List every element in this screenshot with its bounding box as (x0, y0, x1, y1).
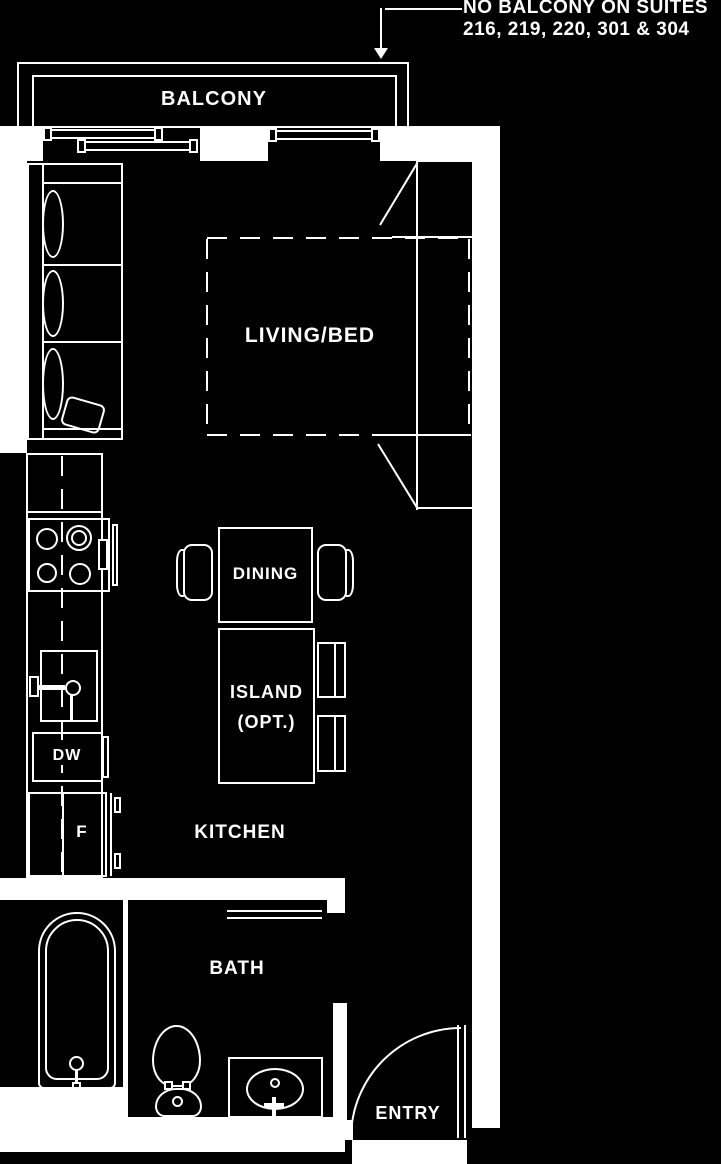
entry-door-leaf (457, 1025, 466, 1138)
vanity-drain (270, 1078, 280, 1088)
fridge-handle (114, 797, 121, 813)
wardrobe-upper-shelf-line (392, 236, 472, 238)
island-label-line2: (OPT.) (237, 712, 296, 732)
annotation-leader-horizontal (385, 8, 462, 10)
stove-burner-inner-ring (71, 530, 87, 546)
fridge-handle (114, 853, 121, 869)
bathtub-drain-stem (75, 1070, 78, 1084)
annotation-line-1: NO BALCONY ON SUITES (463, 0, 709, 18)
fridge-label: F (67, 822, 97, 842)
stove-burner (37, 563, 57, 583)
sliding-window-panel (79, 141, 193, 151)
entry-label: ENTRY (375, 1103, 441, 1123)
fridge-door-divider (62, 792, 64, 877)
dining-chair-left-seat (183, 544, 213, 601)
stove-control-panel (98, 539, 108, 570)
stove-outline (28, 518, 110, 592)
wall-entry-bottom (352, 1140, 467, 1164)
bed-outline-bottom (207, 434, 392, 436)
bath-label: BATH (209, 958, 265, 979)
sliding-window-endcap (268, 128, 277, 142)
wall-bath-left (123, 900, 128, 1118)
dishwasher-label: DW (45, 747, 89, 766)
kitchen-counter-divider (26, 511, 103, 513)
wall-bottom-left-b (118, 1117, 345, 1152)
living-bed-label: LIVING/BED (244, 324, 376, 347)
faucet-stem (70, 695, 73, 721)
sliding-window-endcap (77, 139, 86, 153)
sliding-window-endcap (43, 127, 52, 141)
sofa-cushion (42, 270, 64, 337)
annotation-leader-vertical (380, 8, 382, 50)
stove-burner (36, 528, 58, 550)
bar-stool-back-line (334, 643, 336, 697)
wardrobe-top-line (417, 160, 472, 162)
bar-stool-back-line (334, 716, 336, 771)
toilet-flush-button (172, 1096, 183, 1107)
sofa-outline (27, 163, 123, 440)
wall-kitchen-bath (0, 878, 345, 900)
island-label-line1: ISLAND (230, 682, 303, 702)
kitchen-label: KITCHEN (194, 822, 286, 843)
wall-bath-entry-foot (333, 1120, 353, 1140)
stove-burner (66, 525, 92, 551)
dishwasher-handle (102, 736, 109, 778)
bath-pocket-door (227, 910, 322, 919)
stove-handle (112, 524, 118, 586)
dining-table (218, 527, 313, 623)
dining-chair-right-seat (317, 544, 347, 601)
wall-left-upper (0, 126, 27, 453)
bed-outline-right (468, 239, 470, 435)
sliding-window-endcap (371, 128, 380, 142)
annotation-arrowhead-icon (374, 48, 388, 59)
sofa-cushion (42, 190, 64, 258)
sofa-seat-divider (44, 341, 123, 343)
wall-right (472, 126, 500, 1128)
kitchen-island (218, 628, 315, 784)
wardrobe-door-swing-upper (379, 161, 419, 226)
sliding-window-panel (270, 130, 378, 140)
fridge-front-line (110, 793, 112, 876)
fridge-outline (28, 792, 107, 877)
wardrobe-door-swing-lower (377, 443, 419, 509)
annotation-line-2: 216, 219, 220, 301 & 304 (463, 19, 690, 40)
sofa-armrest-top (44, 182, 123, 184)
bed-outline-left (206, 239, 208, 435)
kitchen-counter-centerline (61, 456, 63, 876)
wall-bath-entry (333, 1003, 347, 1128)
kitchen-counter-outline (26, 453, 103, 878)
bed-outline-top (207, 237, 470, 239)
bathtub-drain (69, 1056, 84, 1071)
wall-bath-stub (327, 878, 345, 913)
wardrobe-bottom-line (417, 507, 472, 509)
stove-burner (69, 563, 91, 585)
bar-stool (317, 715, 346, 772)
bathtub-drain-foot (72, 1082, 81, 1090)
wardrobe-lower-shelf-line (390, 434, 471, 436)
balcony-label: BALCONY (161, 88, 267, 110)
toilet-bowl (152, 1025, 201, 1087)
sliding-window-endcap (154, 127, 163, 141)
faucet-head (65, 680, 81, 696)
sofa-cushion (42, 348, 64, 420)
bar-stool (317, 642, 346, 698)
vanity-faucet-horizontal (264, 1103, 284, 1108)
faucet-arm (37, 685, 65, 690)
wall-bottom-left-a (0, 1087, 128, 1152)
sliding-window-panel (45, 129, 159, 139)
sliding-window-endcap (189, 139, 198, 153)
wardrobe-front-line (416, 160, 418, 510)
sofa-armrest-bottom (44, 428, 123, 430)
sofa-seat-divider (44, 264, 123, 266)
dining-label: DINING (232, 564, 299, 583)
